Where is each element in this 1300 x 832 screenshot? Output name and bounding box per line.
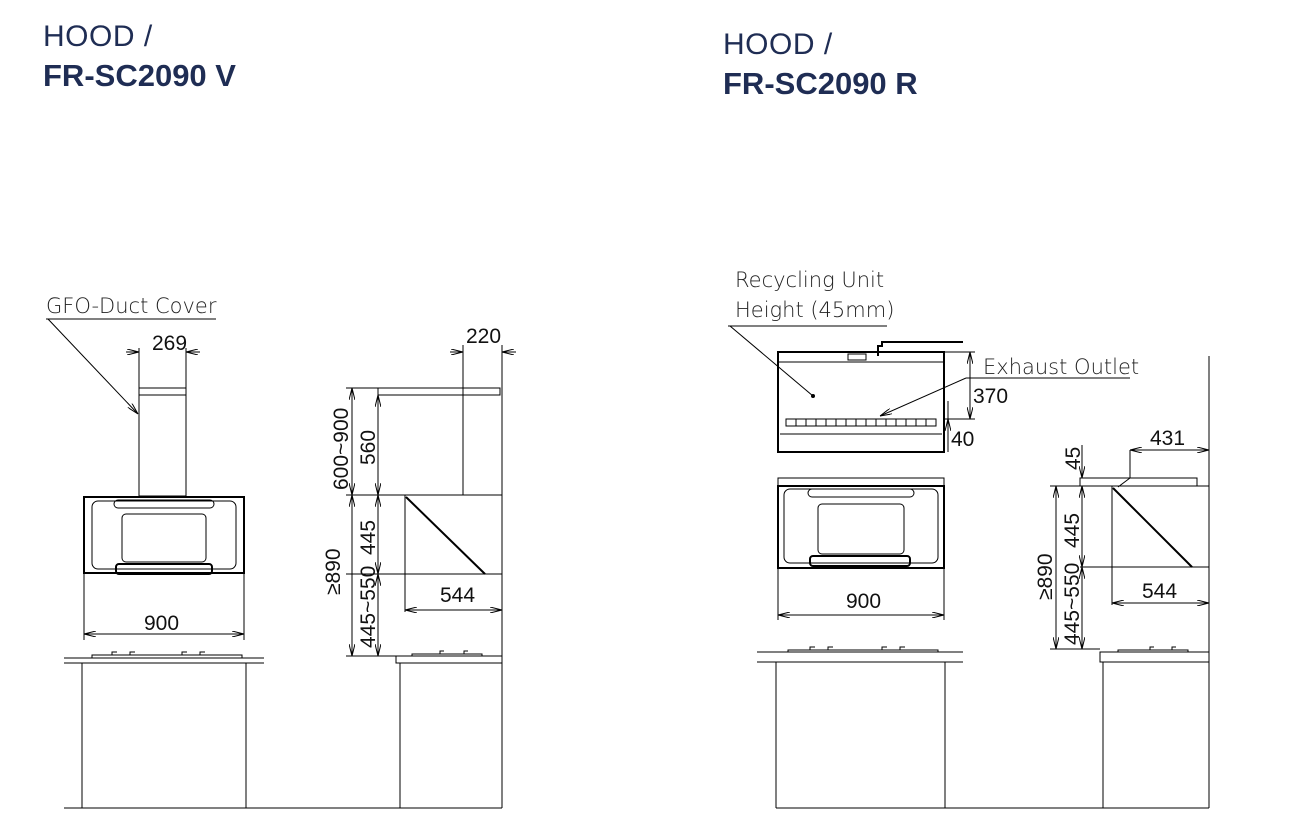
recycling-unit-side <box>1079 477 1198 487</box>
exhaust-outlet-callout: Exhaust Outlet <box>983 355 1139 379</box>
hood-body <box>777 485 945 569</box>
callout-leader <box>47 318 138 414</box>
right-front-view: Recycling Unit Height (45mm) 370 40 Exha… <box>728 268 1209 809</box>
countertop-side <box>395 655 503 664</box>
dim-duct-depth: 220 <box>466 325 501 348</box>
dim-duct-height: 560 <box>357 430 380 465</box>
dim-unit-height: 370 <box>973 385 1008 408</box>
dim-min-total: ≥890 <box>322 548 345 595</box>
dim-hood-width: 900 <box>144 612 179 635</box>
recycling-unit <box>777 351 945 453</box>
right-title-prefix: HOOD / <box>723 28 833 61</box>
countertop-side <box>1099 651 1210 663</box>
dim-clearance: 445~550 <box>1061 563 1084 645</box>
left-title-prefix: HOOD / <box>43 20 153 53</box>
hood-glass-panel <box>1112 487 1193 568</box>
left-model-title: FR-SC2090 V <box>43 58 236 93</box>
dim-unit-depth: 431 <box>1150 427 1185 450</box>
dim-hood-height: 445 <box>1061 513 1084 548</box>
right-side-view: 431 544 45 ≥890 445 445~550 <box>1034 356 1210 808</box>
dim-min-total: ≥890 <box>1034 553 1057 600</box>
exhaust-vents <box>785 418 937 427</box>
recycling-unit-callout-line2: Height (45mm) <box>735 298 894 322</box>
left-side-view: 220 544 600~900 560 ≥890 445 445~550 <box>322 325 516 808</box>
duct-cover-callout: GFO-Duct Cover <box>46 294 217 318</box>
duct-cover <box>138 387 187 497</box>
hood-glass-panel <box>405 496 486 575</box>
dim-hood-height: 445 <box>357 520 380 555</box>
dim-duct-range: 600~900 <box>330 408 353 490</box>
dim-outlet-height: 40 <box>951 428 974 451</box>
left-front-view: GFO-Duct Cover 269 900 <box>46 294 502 809</box>
dim-hood-depth: 544 <box>440 584 475 607</box>
dim-hood-width: 900 <box>846 590 881 613</box>
dim-clearance: 445~550 <box>357 566 380 648</box>
dim-unit-thickness: 45 <box>1062 447 1085 470</box>
right-model-title: FR-SC2090 R <box>723 66 918 101</box>
dim-duct-width: 269 <box>152 332 187 355</box>
dim-hood-depth: 544 <box>1142 580 1177 603</box>
recycling-unit-callout-line1: Recycling Unit <box>735 268 884 292</box>
